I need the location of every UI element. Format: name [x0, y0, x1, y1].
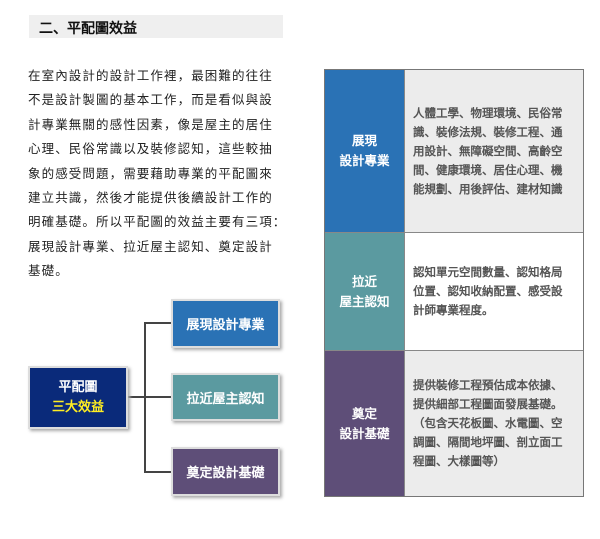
table-row: 奠定 設計基礎 提供裝修工程預估成本依據、 提供細部工程圖面發展基礎。 （包含天…: [325, 351, 583, 496]
row-label: 展現 設計專業: [325, 70, 405, 232]
desc-line: 能規劃、用後評估、建材知識: [413, 181, 563, 196]
connector-line: [127, 396, 145, 398]
paragraph-line: 不是設計製圖的基本工作，而是看似與設: [28, 92, 273, 108]
row-label-line: 奠定: [351, 405, 377, 421]
desc-line: （包含天花板圖、水電圖、空: [413, 416, 563, 430]
paragraph-line: 展現設計專業、拉近屋主認知、奠定設計: [28, 238, 273, 254]
desc-line: 間、健康環境、居住心理、機: [413, 162, 563, 177]
row-label-line: 設計基礎: [339, 425, 390, 441]
section-title: 二、平配圖效益: [39, 21, 137, 37]
intro-paragraph: 在室內設計的設計工作裡，最困難的往往 不是設計製圖的基本工作，而是看似與設 計專…: [28, 66, 288, 286]
row-label-line: 拉近: [351, 273, 377, 289]
branch-label: 拉近屋主認知: [186, 391, 265, 407]
paragraph-line: 象的感受問題，需要藉助專業的平配圖來: [28, 165, 273, 181]
connector-line: [144, 322, 172, 324]
row-description: 提供裝修工程預估成本依據、 提供細部工程圖面發展基礎。 （包含天花板圖、水電圖、…: [405, 351, 583, 496]
row-label-line: 屋主認知: [339, 293, 390, 309]
row-label: 拉近 屋主認知: [325, 233, 405, 350]
benefits-table: 展現 設計專業 人體工學、物理環境、民俗常 識、裝修法規、裝修工程、通 用設計、…: [324, 69, 584, 497]
row-label-line: 設計專業: [339, 153, 390, 168]
center-subtitle: 三大效益: [51, 399, 104, 415]
connector-line: [144, 396, 172, 398]
paragraph-line: 在室內設計的設計工作裡，最困難的往往: [28, 68, 273, 83]
desc-line: 計師專業程度。: [413, 303, 494, 317]
paragraph-line: 建立共識，然後才能提供後續設計工作的: [28, 189, 273, 205]
desc-line: 提供裝修工程預估成本依據、: [413, 378, 563, 392]
row-label: 奠定 設計基礎: [325, 351, 405, 496]
branch-box-owner: 拉近屋主認知: [171, 373, 280, 421]
row-label-line: 展現: [351, 133, 377, 148]
desc-line: 程圖、大樣圖等）: [413, 454, 505, 468]
paragraph-line: 計專業無關的感性因素，像是屋主的居住: [28, 116, 273, 132]
connector-line: [144, 471, 172, 473]
desc-line: 認知單元空間數量、認知格局: [413, 265, 563, 279]
section-header: 二、平配圖效益: [29, 15, 283, 38]
center-title: 平配圖: [58, 379, 98, 395]
row-description: 認知單元空間數量、認知格局 位置、認知收納配置、感受設 計師專業程度。: [405, 233, 583, 350]
paragraph-line: 心理、民俗常識以及裝修認知，這些較抽: [28, 141, 273, 157]
desc-line: 用設計、無障礙空間、高齡空: [413, 143, 563, 158]
branch-box-professional: 展現設計專業: [171, 299, 280, 348]
desc-line: 提供細部工程圖面發展基礎。: [413, 397, 563, 411]
branch-label: 奠定設計基礎: [186, 466, 265, 481]
branch-box-foundation: 奠定設計基礎: [171, 447, 280, 496]
table-row: 拉近 屋主認知 認知單元空間數量、認知格局 位置、認知收納配置、感受設 計師專業…: [325, 233, 583, 351]
desc-line: 位置、認知收納配置、感受設: [413, 284, 563, 298]
center-box: 平配圖 三大效益: [28, 366, 128, 429]
row-description: 人體工學、物理環境、民俗常 識、裝修法規、裝修工程、通 用設計、無障礙空間、高齡…: [405, 70, 583, 232]
desc-line: 人體工學、物理環境、民俗常: [413, 105, 563, 120]
desc-line: 識、裝修法規、裝修工程、通: [413, 124, 563, 139]
paragraph-line: 明確基礎。所以平配圖的效益主要有三項：: [28, 214, 287, 230]
branch-label: 展現設計專業: [186, 318, 265, 333]
paragraph-line: 基礎。: [28, 263, 69, 279]
desc-line: 調圖、隔間地坪圖、剖立面工: [413, 435, 563, 449]
table-row: 展現 設計專業 人體工學、物理環境、民俗常 識、裝修法規、裝修工程、通 用設計、…: [325, 70, 583, 233]
